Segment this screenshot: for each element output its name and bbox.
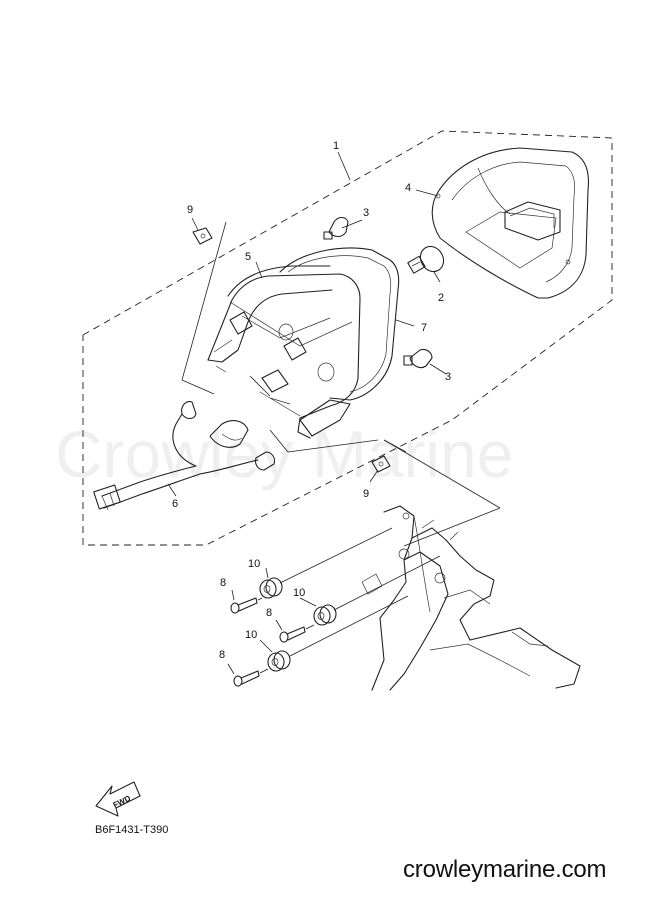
assembly-boundary bbox=[82, 130, 613, 546]
callout-8-a: 8 bbox=[220, 577, 226, 589]
base-housing-5 bbox=[207, 265, 361, 439]
screw-8-a bbox=[230, 597, 258, 614]
site-name: crowleymarine.com bbox=[403, 856, 607, 883]
callout-10-c: 10 bbox=[245, 629, 257, 641]
bulb-3-right bbox=[403, 348, 433, 369]
diagram-code: B6F1431-T390 bbox=[95, 824, 169, 836]
gasket-7 bbox=[279, 247, 400, 401]
callout-2: 2 bbox=[438, 292, 444, 304]
callout-9-top: 9 bbox=[187, 204, 193, 216]
lens-housing bbox=[431, 147, 590, 299]
grommet-10-c bbox=[267, 650, 291, 672]
callout-8-b: 8 bbox=[266, 607, 272, 619]
fwd-arrow-icon: FWD bbox=[95, 781, 141, 817]
callout-1: 1 bbox=[333, 140, 339, 152]
callout-6: 6 bbox=[172, 498, 178, 510]
bulb-3-top bbox=[323, 216, 349, 240]
callout-3-top: 3 bbox=[363, 207, 369, 219]
grommet-10-a bbox=[259, 577, 283, 599]
nut-9-bottom bbox=[371, 455, 391, 473]
callout-10-b: 10 bbox=[293, 587, 305, 599]
callout-9-bottom: 9 bbox=[363, 488, 369, 500]
callout-10-a: 10 bbox=[248, 558, 260, 570]
callout-3-right: 3 bbox=[445, 371, 451, 383]
leader-lines bbox=[167, 151, 501, 675]
callout-7: 7 bbox=[421, 322, 427, 334]
screw-8-c bbox=[233, 670, 260, 687]
callout-8-c: 8 bbox=[219, 649, 225, 661]
wire-harness-6 bbox=[93, 401, 276, 511]
callout-4: 4 bbox=[405, 182, 411, 194]
fwd-label: FWD bbox=[112, 794, 133, 810]
frame-bracket bbox=[361, 505, 581, 691]
nut-9-top bbox=[192, 227, 213, 245]
bulb-2 bbox=[407, 245, 445, 274]
callout-5: 5 bbox=[245, 251, 251, 263]
watermark-text: Crowley Marine bbox=[55, 417, 513, 491]
grommet-10-b bbox=[313, 604, 337, 626]
screw-8-b bbox=[279, 626, 306, 643]
